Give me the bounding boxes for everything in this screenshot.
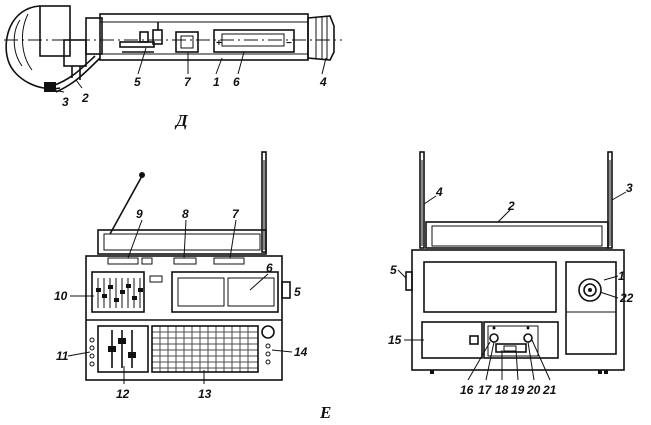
callout-back-4: 4 [435,185,443,199]
radio-front-callouts: 9 8 7 6 5 10 11 12 13 14 [54,207,308,401]
callout-front-7: 7 [232,207,240,221]
callout-front-12: 12 [116,387,130,401]
callout-back-18: 18 [495,383,509,397]
figure-d-device: + − [4,5,342,93]
callout-back-1: 1 [618,269,625,283]
radio-front [85,151,291,381]
callout-d-1: 1 [213,75,220,89]
callout-d-7: 7 [184,75,192,89]
callout-back-22: 22 [619,291,634,305]
battery [213,29,295,53]
callout-back-20: 20 [526,383,541,397]
end-cap [307,15,335,61]
svg-text:+: + [216,38,222,49]
speaker-knob-22 [578,278,602,302]
callout-d-2: 2 [81,91,89,105]
callout-back-17: 17 [478,383,493,397]
callout-front-5: 5 [294,285,301,299]
callout-front-9: 9 [136,207,143,221]
callout-back-16: 16 [460,383,474,397]
radio-front-leaders [67,219,293,384]
callout-back-2: 2 [507,199,515,213]
callout-back-19: 19 [511,383,525,397]
callout-front-11: 11 [56,349,69,363]
callout-d-4: 4 [319,75,327,89]
callout-back-21: 21 [542,383,557,397]
callout-d-6: 6 [233,75,240,89]
svg-text:−: − [286,38,292,49]
element-7-box [175,31,199,53]
figure-d-callouts: 5 7 1 6 4 3 2 [62,75,327,109]
figure-d-leaders [51,47,327,93]
caption-e: Е [319,403,331,422]
caption-d: Д [174,111,189,130]
callout-d-3: 3 [62,95,69,109]
clip [44,82,56,92]
microphone-head [5,5,61,90]
callout-d-5: 5 [134,75,141,89]
callout-front-13: 13 [198,387,212,401]
speaker-grille [151,325,259,373]
body-tube [99,13,309,61]
cassette-window [171,271,279,313]
callout-back-15: 15 [388,333,402,347]
callout-front-6: 6 [266,261,273,275]
callout-front-8: 8 [182,207,189,221]
callout-front-14: 14 [294,345,308,359]
radio-back [405,151,625,374]
radio-back-body [411,249,625,371]
callout-back-3: 3 [626,181,633,195]
callout-back-5: 5 [390,263,397,277]
radio-back-callouts: 4 2 3 5 1 22 15 16 17 18 19 20 21 [388,181,634,397]
radio-back-leaders [397,191,627,381]
callout-front-10: 10 [54,289,68,303]
